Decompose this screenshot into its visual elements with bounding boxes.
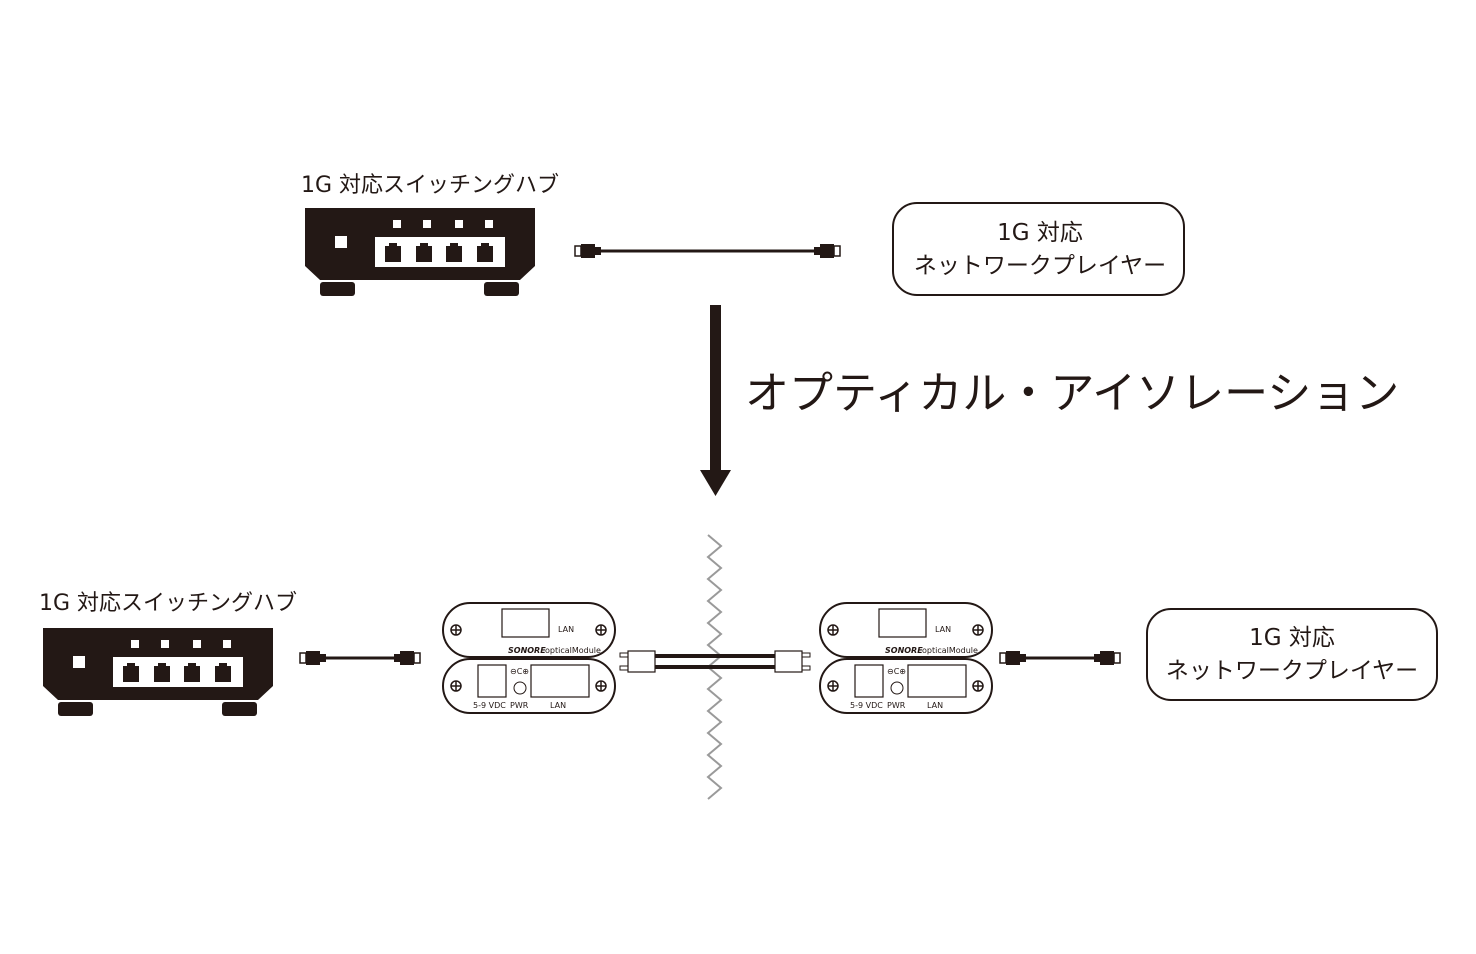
switching-hub-icon: [305, 208, 535, 296]
diagram-title: オプティカル・アイソレーション: [745, 368, 1399, 419]
before-section: 1G 対応スイッチングハブ 1G 対応 ネットワークプレイヤー: [301, 173, 1185, 296]
model-label: opticalModule: [922, 646, 978, 655]
pwr-label: PWR: [510, 701, 529, 710]
lan-cable: [999, 650, 1121, 666]
power-label: 5-9 VDC: [850, 701, 883, 710]
rj45-plug-icon: [999, 650, 1027, 666]
optical-module-left: LAN SONORE opticalModule 5-9 VDC PWR LAN: [443, 603, 615, 713]
rj45-plug-icon: [393, 650, 421, 666]
optical-module-right: LAN SONORE opticalModule 5-9 VDC PWR LAN: [820, 603, 992, 713]
fiber-plug-icon: [619, 650, 656, 673]
player-line1: 1G 対応: [997, 220, 1083, 246]
network-player-box: 1G 対応 ネットワークプレイヤー: [1146, 608, 1438, 701]
rj45-plug-icon: [1093, 650, 1121, 666]
pwr-label: PWR: [887, 701, 906, 710]
player-line2: ネットワークプレイヤー: [914, 253, 1166, 279]
lan-port-label: LAN: [927, 701, 943, 710]
brand-label: SONORE: [885, 646, 923, 655]
player-line1: 1G 対応: [1249, 625, 1335, 651]
power-label: 5-9 VDC: [473, 701, 506, 710]
player-line2: ネットワークプレイヤー: [1166, 658, 1418, 684]
lan-port-label: LAN: [558, 625, 574, 634]
rj45-plug-icon: [299, 650, 327, 666]
model-label: opticalModule: [545, 646, 601, 655]
after-section: 1G 対応スイッチングハブ LAN SONORE opticalModule 5…: [39, 534, 1438, 800]
fiber-plug-icon: [774, 650, 811, 673]
lan-cable: [574, 243, 841, 259]
hub-label: 1G 対応スイッチングハブ: [39, 591, 297, 616]
fiber-cable: [619, 650, 811, 673]
rj45-plug-icon: [813, 243, 841, 259]
lan-port-label: LAN: [935, 625, 951, 634]
rj45-plug-icon: [574, 243, 602, 259]
brand-label: SONORE: [508, 646, 546, 655]
network-player-box: 1G 対応 ネットワークプレイヤー: [892, 202, 1185, 296]
hub-label: 1G 対応スイッチングハブ: [301, 173, 559, 198]
lan-port-label: LAN: [550, 701, 566, 710]
arrow-down-icon: [700, 305, 731, 496]
switching-hub-icon: [43, 628, 273, 716]
lan-cable: [299, 650, 421, 666]
